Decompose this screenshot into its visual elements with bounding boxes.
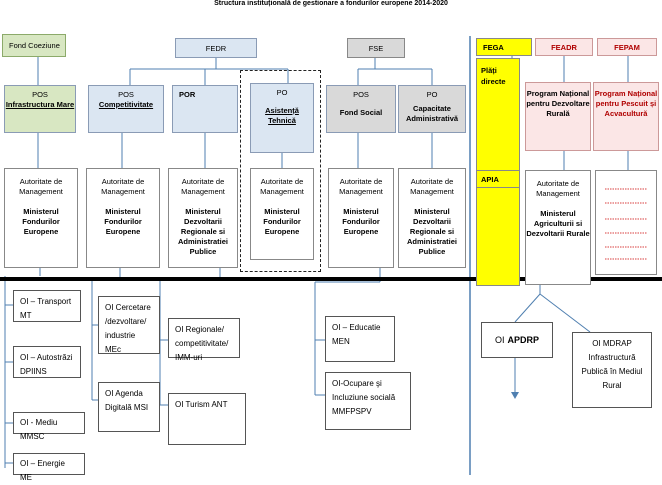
fund-fedr-label: FEDR	[205, 43, 227, 53]
oi-autostrazi-label: OI – Autostrăzi DPIINS	[20, 353, 73, 376]
am-label: Autoritate de Management	[339, 177, 383, 196]
am-label: Autoritate de Management	[260, 177, 304, 196]
am-ministry: Ministerul Fondurilor Europene	[104, 207, 142, 236]
am-ministry: Ministerul Fondurilor Europene	[263, 207, 301, 236]
am-ministry: Ministerul Fondurilor Europene	[342, 207, 380, 236]
program-name: Infrastructura Mare	[5, 100, 75, 109]
program-po-asistenta: PO Asistență Tehnică	[250, 83, 314, 153]
am-fepam-placeholder	[595, 170, 657, 275]
am-ministry: Ministerul Dezvoltarii Regionale si Admi…	[177, 207, 228, 256]
am-madr: Autoritate de Management Ministerul Agri…	[525, 170, 591, 285]
oi-educatie-label: OI – Educatie MEN	[332, 323, 381, 346]
oi-educatie: OI – Educatie MEN	[325, 316, 395, 362]
program-type: POS	[353, 90, 369, 99]
am-mfe-2: Autoritate de Management Ministerul Fond…	[86, 168, 160, 268]
am-label: Autoritate de Management	[101, 177, 145, 196]
am-ministry: Ministerul Fondurilor Europene	[22, 207, 60, 236]
apia-box: APIA	[476, 170, 520, 188]
am-label: Autoritate de Management	[181, 177, 225, 196]
fund-fse-label: FSE	[368, 43, 384, 53]
am-ministry: Ministerul Dezvoltarii Regionale si Admi…	[406, 207, 457, 256]
oi-ocupare-label: OI-Ocupare şi Incluziune socială MMFPSPV	[332, 379, 396, 416]
program-type: PO	[426, 90, 438, 99]
program-type: POS	[118, 90, 134, 99]
oi-transport-label: OI – Transport MT	[20, 297, 72, 320]
oi-apdrp-prefix: OI	[494, 335, 505, 345]
oi-autostrazi: OI – Autostrăzi DPIINS	[13, 346, 81, 378]
program-type: PO	[276, 88, 288, 97]
am-mfe-1: Autoritate de Management Ministerul Fond…	[4, 168, 78, 268]
fund-fse: FSE	[347, 38, 405, 58]
program-name: Asistență Tehnică	[265, 106, 299, 125]
oi-mdrap-rural: OI MDRAP Infrastructură Publică în Mediu…	[572, 332, 652, 408]
diagram-title: Structura instituțională de gestionare a…	[214, 0, 448, 7]
oi-ocupare: OI-Ocupare şi Incluziune socială MMFPSPV	[325, 372, 411, 430]
fund-coeziune-label: Fond Coeziune	[9, 41, 60, 50]
fund-feadr: FEADR	[535, 38, 593, 56]
program-name: Competitivitate	[98, 100, 154, 109]
fund-fega: FEGA	[476, 38, 532, 56]
fund-fepam: FEPAM	[597, 38, 657, 56]
am-label: Autoritate de Management	[19, 177, 63, 196]
fund-coeziune: Fond Coeziune	[2, 34, 66, 57]
oi-energie: OI – Energie ME	[13, 453, 85, 482]
oi-mediu-label: OI - Mediu MMSC	[20, 418, 58, 441]
po-at-dashed-frame	[240, 70, 321, 272]
program-pos-infrastructura: POS Infrastructura Mare	[4, 85, 76, 133]
am-label: Autoritate de Management	[536, 179, 580, 198]
fund-fedr: FEDR	[175, 38, 257, 58]
oi-apdrp: OI APDRP	[481, 322, 553, 358]
oi-mdrap-label: OI MDRAP Infrastructură Publică în Mediu…	[581, 339, 643, 390]
am-mfe-4: Autoritate de Management Ministerul Fond…	[328, 168, 394, 268]
fund-fepam-label: FEPAM	[614, 42, 640, 52]
am-label: Autoritate de Management	[410, 177, 454, 196]
program-name: Program Național pentru Pescuit și Acvac…	[594, 89, 658, 118]
oi-turism-label: OI Turism ANT	[175, 400, 228, 409]
oi-apdrp-label: APDRP	[507, 335, 540, 345]
oi-mediu: OI - Mediu MMSC	[13, 412, 85, 441]
oi-cercetare-label: OI Cercetare /dezvoltare/ industrie MEc	[105, 303, 151, 354]
program-po-capacitate: PO Capacitate Administrativă	[398, 85, 466, 133]
oi-turism: OI Turism ANT	[168, 393, 246, 445]
program-name: Capacitate Administrativă	[405, 104, 459, 123]
oi-regionale-label: OI Regionale/ competitivitate/ IMM-uri	[175, 325, 229, 362]
program-type: POS	[32, 90, 48, 99]
redacted-lines	[605, 188, 647, 260]
fund-feadr-label: FEADR	[551, 42, 577, 52]
program-name: Program Național pentru Dezvoltare Rural…	[526, 89, 590, 118]
oi-cercetare: OI Cercetare /dezvoltare/ industrie MEc	[98, 296, 160, 354]
fund-fega-label: FEGA	[483, 42, 504, 52]
oi-energie-label: OI – Energie ME	[20, 459, 65, 482]
am-mdrap: Autoritate de Management Ministerul Dezv…	[168, 168, 238, 268]
oi-regionale: OI Regionale/ competitivitate/ IMM-uri	[168, 318, 240, 362]
fega-program: Plăți directe	[481, 66, 506, 86]
program-por: POR	[172, 85, 238, 133]
am-ministry: Ministerul Agriculturii si Dezvoltarii R…	[526, 209, 590, 238]
am-mdrap-2: Autoritate de Management Ministerul Dezv…	[398, 168, 466, 268]
program-name: Fond Social	[339, 108, 383, 117]
oi-agenda-digitala: OI Agenda Digitală MSI	[98, 382, 160, 432]
apia-label: APIA	[481, 175, 499, 184]
oi-transport: OI – Transport MT	[13, 290, 81, 322]
program-pos-fond-social: POS Fond Social	[326, 85, 396, 133]
program-pndr: Program Național pentru Dezvoltare Rural…	[525, 82, 591, 151]
program-pnpa: Program Național pentru Pescuit și Acvac…	[593, 82, 659, 151]
oi-agenda-label: OI Agenda Digitală MSI	[105, 389, 149, 412]
program-pos-competitivitate: POS Competitivitate	[88, 85, 164, 133]
am-mfe-3: Autoritate de Management Ministerul Fond…	[250, 168, 314, 260]
program-type: POR	[179, 90, 196, 99]
